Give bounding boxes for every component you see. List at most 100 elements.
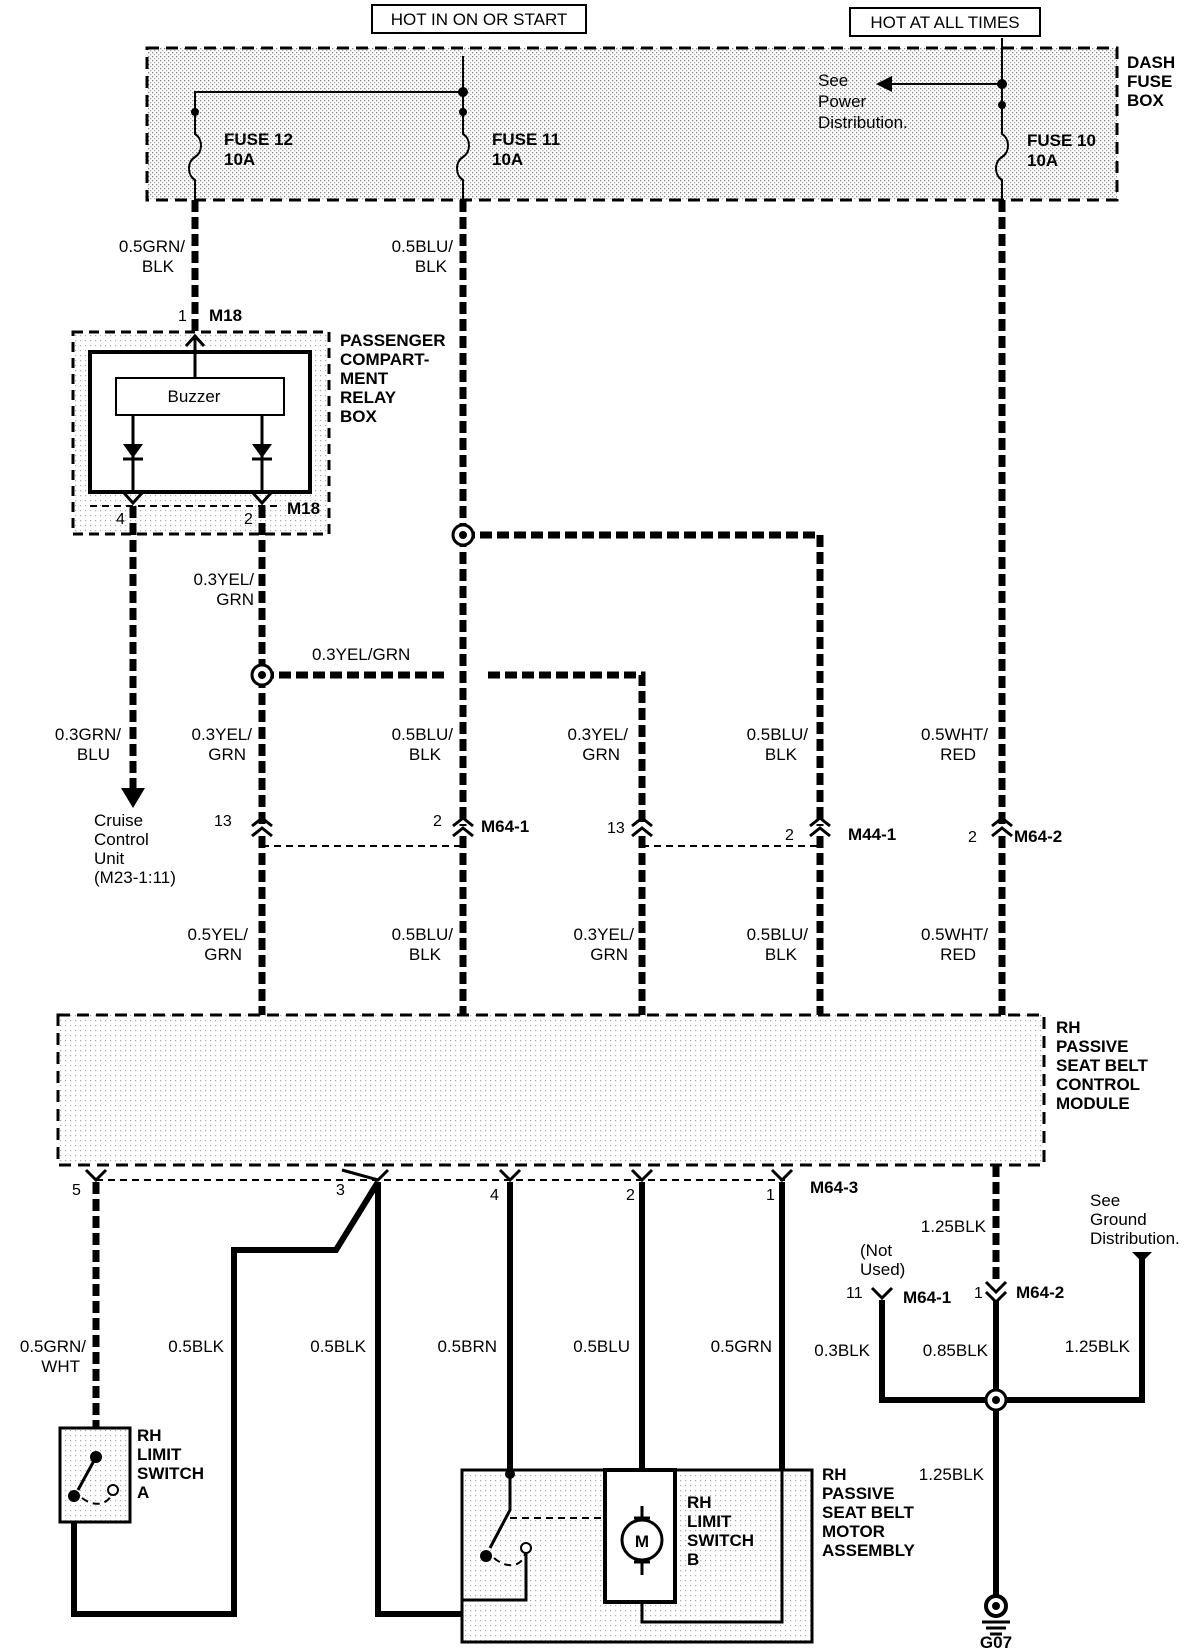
seat-belt-motor-assembly: M RH LIMIT SWITCH B RH PASSIVE SEAT BELT… [460,1465,916,1644]
ground-section: 1.25BLK 1 M64-2 11 M64-1 (Not Used) 0.3B… [814,1165,1180,1648]
fuse11-rating: 10A [492,150,523,169]
wire-blk-125-bottom-label: 1.25BLK [919,1465,985,1484]
wire-yel-grn-b-label-2: GRN [582,745,620,764]
wire-blk-2-label: 0.5BLK [310,1337,366,1356]
connector-row: 13 2 M64-1 13 2 M44-1 2 M64-2 [214,813,1062,847]
see-power-arrow [876,76,892,92]
pin-1: 1 [766,1187,775,1204]
limit-a-title-1: RH [137,1426,162,1445]
motor-symbol: M [635,1532,649,1551]
wire-brn-label: 0.5BRN [437,1337,497,1356]
connector-m64-3: 5 3 4 2 1 M64-3 [72,1168,858,1204]
bus-junction-dot [458,87,468,97]
splice-yel-grn-center [258,671,266,679]
motor-assembly-title-2: PASSIVE [822,1484,894,1503]
wire-wht-red-a-label-1: 0.5WHT/ [921,725,988,744]
wire-grn-label: 0.5GRN [711,1337,772,1356]
pin-4: 4 [490,1187,499,1204]
dash-fuse-box-title-3: BOX [1127,91,1165,110]
wire-grn-blk-label-1: 0.5GRN/ [119,237,185,256]
wire-wht-red-b-label-1: 0.5WHT/ [921,925,988,944]
fuse11-symbol [456,112,470,200]
fuse11-label: FUSE 11 [492,130,560,149]
fuse12-symbol [188,112,202,200]
wire-yel-grn-d-label-2: GRN [590,945,628,964]
wire-yel-grn-c-label-2: GRN [204,945,242,964]
wire-blk-125-top-label: 1.25BLK [921,1217,987,1236]
wire-wht-red-a-label-2: RED [940,745,976,764]
fuse10-label: FUSE 10 [1027,131,1096,150]
seat-belt-control-module: RH PASSIVE SEAT BELT CONTROL MODULE [56,1013,1149,1167]
motor-assembly-title-5: ASSEMBLY [822,1541,916,1560]
wire-blu-blk-d-label-1: 0.5BLU/ [747,925,809,944]
limit-a-title-3: SWITCH [137,1464,204,1483]
wire-blu-blk-a-label-2: BLK [409,745,442,764]
module-title-2: PASSIVE [1056,1037,1128,1056]
passenger-compartment-relay-box: 1 M18 Buzzer 4 2 M18 PASSENGER COMPART- … [71,306,446,536]
relay-pin-4: 4 [116,511,125,528]
pin-2c: 2 [968,829,977,846]
wire-yel-grn-horizontal-label: 0.3YEL/GRN [312,645,410,664]
header-hot-all-times: HOT AT ALL TIMES [849,7,1041,37]
not-used-2: Used) [860,1260,905,1279]
connector-m64-2b: M64-2 [1016,1283,1064,1302]
connector-m44-1: M44-1 [848,825,896,844]
module-title-3: SEAT BELT [1056,1056,1149,1075]
wire-grn-wht-label-1: 0.5GRN/ [20,1337,86,1356]
rh-limit-switch-a: RH LIMIT SWITCH A [58,1426,204,1524]
wire-blk-1 [71,1180,381,1617]
connector-chevron-13a [251,816,273,838]
connector-chevron-2b [809,816,831,838]
module-title-4: CONTROL [1056,1075,1140,1094]
cruise-label-2: Control [94,830,149,849]
pin-2d: 2 [626,1187,635,1204]
relay-box-title-3: MENT [340,369,389,388]
wire-grn-blk-label-2: BLK [142,257,175,276]
relay-box-title-2: COMPART- [340,350,429,369]
wire-blu-label: 0.5BLU [573,1337,630,1356]
wire-blk-1-label: 0.5BLK [168,1337,224,1356]
motor-assembly-title-4: MOTOR [822,1522,885,1541]
connector-chevron-m64-1b [870,1286,894,1301]
connector-m64-1: M64-1 [481,817,529,836]
cruise-label-4: (M23-1:11) [94,868,176,887]
wire-yel-grn-a-label-2: GRN [208,745,246,764]
module-title-1: RH [1056,1018,1081,1037]
wire-yel-grn-horizontal-b [488,671,646,826]
module-title-5: MODULE [1056,1094,1130,1113]
relay-box-title-4: RELAY [340,388,397,407]
pin-11: 11 [846,1285,863,1302]
wire-blu-blk-a-label-1: 0.5BLU/ [392,725,454,744]
fuse10-rating: 10A [1027,151,1058,170]
wire-blk-125-right-label: 1.25BLK [1065,1337,1131,1356]
not-used-1: (Not [860,1241,892,1260]
pin-13b: 13 [607,820,625,837]
see-ground-1: See [1090,1191,1120,1210]
see-power-3: Distribution. [818,113,908,132]
wire-blk-03-label: 0.3BLK [814,1341,870,1360]
fuse10-symbol [995,105,1009,200]
relay-box-title-1: PASSENGER [340,331,446,350]
diode-right-icon [252,444,272,458]
wire-blu-blk-branch [463,531,824,826]
limit-a-title-4: A [137,1483,149,1502]
motor-assembly-title-3: SEAT BELT [822,1503,915,1522]
splice-blu-blk-center [459,531,467,539]
wire-blu-blk-b-label-1: 0.5BLU/ [747,725,809,744]
wire-blu-blk-top-label-1: 0.5BLU/ [392,237,454,256]
fuse12-rating: 10A [224,150,255,169]
wire-blk-2 [375,1182,462,1617]
limit-b-title-3: SWITCH [687,1531,754,1550]
wire-yel-grn-relay-label-2: GRN [216,590,254,609]
connector-chevron-2a [452,816,474,838]
connector-chevron-13b [631,816,653,838]
pin-5: 5 [72,1182,81,1199]
relay-pin-2: 2 [244,511,253,528]
wire-grn-blu-label-2: BLU [77,745,110,764]
limit-b-title-1: RH [687,1493,712,1512]
ground-symbol-icon [982,1620,1010,1636]
limit-a-title-2: LIMIT [137,1445,182,1464]
dash-fuse-box-title-1: DASH [1127,53,1175,72]
buzzer-label: Buzzer [168,387,221,406]
